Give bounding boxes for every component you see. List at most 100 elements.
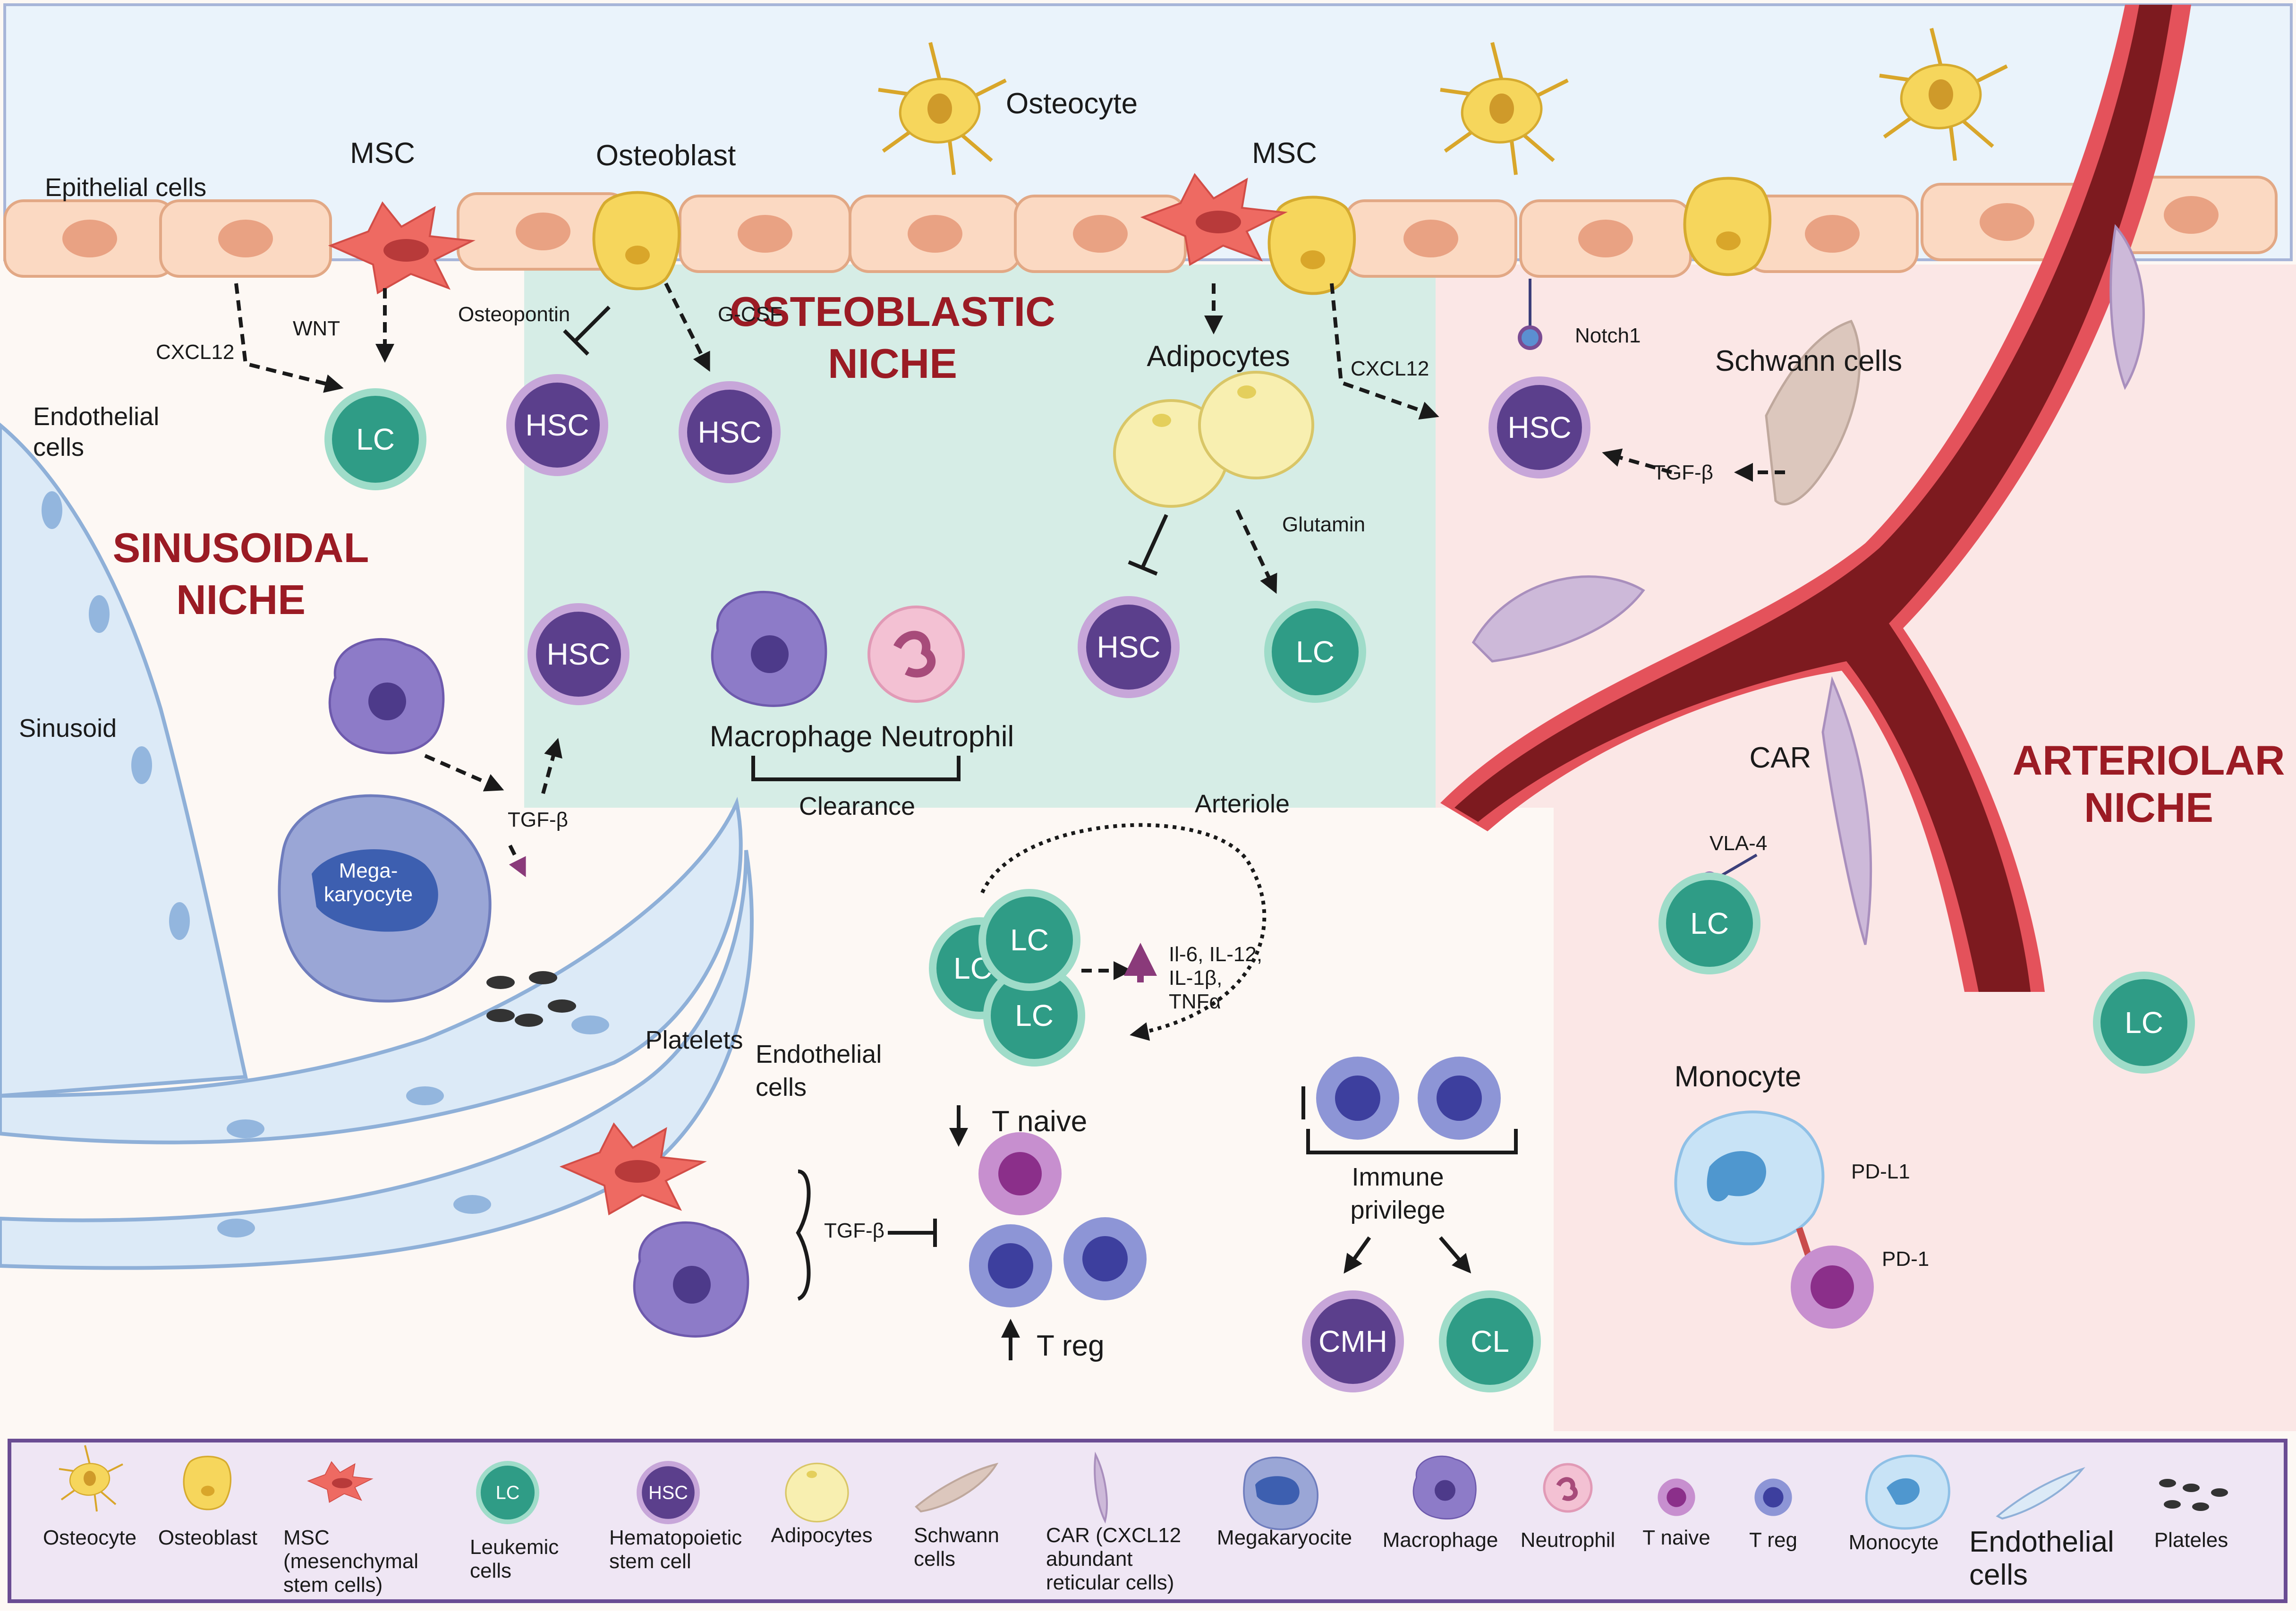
cytokines-label-2: IL-1β, [1169,966,1222,990]
svg-text:HSC: HSC [546,637,610,671]
legend-osteocyte-label: Osteocyte [43,1526,136,1549]
t-naive-label: T naive [992,1105,1087,1138]
msc-label-left: MSC [350,137,415,170]
t-naive-cell [978,1132,1062,1215]
svg-text:LC: LC [1015,999,1054,1033]
svg-text:HSC: HSC [1097,630,1160,664]
legend-lc-icon: LC [476,1461,539,1524]
legend-hsc-label: Hematopoietic [609,1526,742,1549]
wnt-label: WNT [293,317,340,340]
neutrophil-cell [867,606,965,703]
cytokines-label: Il-6, IL-12, [1169,943,1262,966]
sinusoidal-niche-title-2: NICHE [176,576,306,623]
schwann-cell [1765,319,1861,505]
legend-schwann-label-2: cells [914,1547,955,1570]
car-cell [1821,676,1872,945]
legend-macrophage-label: Macrophage [1383,1528,1498,1552]
pd1-label: PD-1 [1882,1247,1929,1271]
legend-t-reg-icon [1754,1478,1792,1516]
monocyte-cell [1674,1110,1825,1246]
tgfb-label-right: TGF-β [1653,461,1713,484]
endothelial-cells-label: Endothelial [33,402,159,431]
signaling-arrows [234,282,1785,980]
platelets-cluster [486,971,576,1027]
legend-car-label: CAR (CXCL12 [1046,1524,1181,1547]
legend: Osteocyte Osteoblast MSC (mesenchymal st… [43,1444,2228,1596]
t-reg-cell [1063,1217,1147,1300]
clearance-label: Clearance [799,792,915,820]
endothelial-cells-label-bottom: Endothelial [756,1040,882,1068]
car-label: CAR [1750,742,1811,774]
lc-cell: LC [1658,872,1760,974]
hsc-cell: HSC [527,603,629,705]
svg-text:CL: CL [1471,1324,1509,1358]
macrophage-neutrophil-label: Macrophage Neutrophil [710,720,1014,753]
macrophage-cell-sinusoidal [330,639,443,753]
legend-schwann-icon [915,1462,999,1513]
legend-monocyte-icon [1865,1454,1950,1530]
legend-car-label-2: abundant [1046,1547,1133,1570]
t-reg-cell [969,1224,1052,1307]
adipocyte-cell [1199,372,1313,478]
monocyte-label: Monocyte [1675,1060,1802,1093]
sinusoidal-niche-title: SINUSOIDAL [113,524,369,571]
sinusoid-label: Sinusoid [19,714,117,742]
car-cell [1471,575,1645,663]
legend-monocyte-label: Monocyte [1849,1531,1939,1554]
legend-msc-label: MSC [283,1526,330,1549]
arteriolar-niche-title: ARTERIOLAR [2013,737,2285,784]
legend-macrophage-icon [1412,1455,1477,1520]
glutamin-label: Glutamin [1282,513,1365,536]
t-reg-cell-immune [1418,1057,1501,1140]
tgfb-label-mk: TGF-β [508,808,568,831]
lc-cell: LC [2093,972,2195,1074]
legend-osteoblast-icon [183,1455,232,1511]
inhibition-markers [563,306,1518,1301]
immune-privilege-label: Immune [1352,1163,1444,1191]
hsc-cell: HSC [1078,596,1180,698]
pdl1-label: PD-L1 [1851,1160,1910,1183]
legend-t-naive-label: T naive [1642,1526,1710,1549]
svg-text:LC: LC [2125,1006,2163,1040]
legend-osteoblast-label: Osteoblast [158,1526,257,1549]
svg-text:LC: LC [496,1483,520,1503]
svg-text:LC: LC [1690,906,1729,940]
macrophage-cell [712,592,826,706]
svg-text:HSC: HSC [697,415,761,449]
megakaryocyte-cell [278,794,492,1003]
gcsf-label: G-CSF [718,303,782,326]
osteoblastic-niche-region [524,265,1436,808]
immune-privilege-label-2: privilege [1350,1196,1445,1224]
arteriole-vessel [1440,5,2191,992]
osteoblast-cell [594,193,680,289]
hsc-cell: HSC [506,374,608,476]
notch1-label: Notch1 [1575,324,1641,347]
msc-label-right: MSC [1252,137,1317,170]
svg-text:LC: LC [356,422,395,456]
legend-megakaryocite-label: Megakaryocite [1217,1526,1352,1549]
endothelial-cells-label-2: cells [33,433,84,461]
osteoblastic-niche-title: OSTEOBLASTIC [730,288,1055,335]
legend-msc-label-3: stem cells) [283,1573,383,1596]
lc-cell: LC [324,388,426,490]
notch1-receptor-head [1518,325,1542,350]
legend-adipocyte-icon [785,1462,849,1523]
osteoblast-label: Osteoblast [596,139,736,172]
legend-adipocytes-label: Adipocytes [771,1524,872,1547]
svg-text:HSC: HSC [648,1483,688,1503]
svg-text:LC: LC [1010,923,1049,957]
svg-text:HSC: HSC [1507,410,1571,444]
t-reg-cell-immune [1316,1057,1399,1140]
cxcl12-label-left: CXCL12 [156,341,234,364]
autocrine-loop [980,823,1267,1041]
osteocyte-label: Osteocyte [1006,87,1138,120]
legend-platelets-icon [2159,1479,2228,1511]
legend-hsc-label-2: stem cell [609,1550,691,1573]
hsc-cell: HSC [1488,376,1590,478]
tgfb-label-bottom: TGF-β [824,1219,884,1242]
pd1-pdl1-link [1796,1227,1812,1258]
arteriole-label: Arteriole [1195,790,1290,818]
cxcl12-label-right: CXCL12 [1351,357,1429,380]
legend-plateles-label: Plateles [2154,1528,2228,1552]
